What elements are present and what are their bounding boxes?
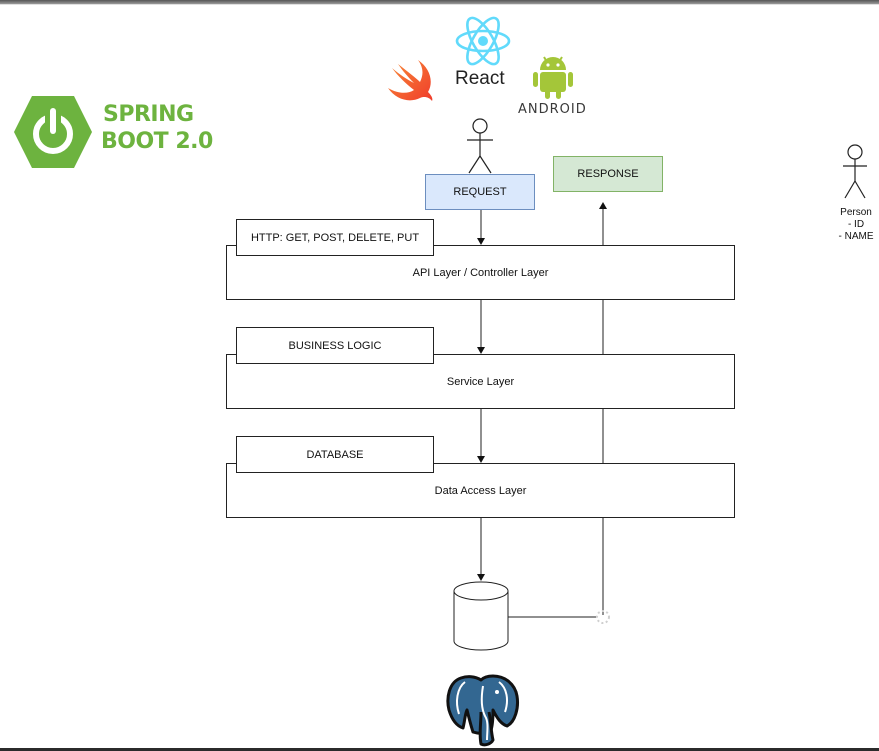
person-entity-label: Person - ID - NAME xyxy=(834,207,878,243)
http-methods-label: HTTP: GET, POST, DELETE, PUT xyxy=(250,231,420,244)
http-methods-tag: HTTP: GET, POST, DELETE, PUT xyxy=(236,219,434,256)
spring-boot-logo-icon xyxy=(14,96,92,168)
person-entity-icon xyxy=(843,144,867,199)
android-wordmark: ANDROID xyxy=(518,102,587,117)
android-robot-icon xyxy=(533,56,573,99)
swift-logo-icon xyxy=(388,60,433,101)
data-access-layer-label: Data Access Layer xyxy=(434,484,527,497)
react-logo-icon xyxy=(455,16,511,66)
person-field-id: - ID xyxy=(847,219,865,230)
database-tag-label: DATABASE xyxy=(306,448,364,461)
service-layer-label: Service Layer xyxy=(446,375,515,388)
api-layer-label: API Layer / Controller Layer xyxy=(412,266,549,279)
spring-title-line1: SPRING xyxy=(103,102,194,127)
business-logic-label: BUSINESS LOGIC xyxy=(288,339,382,352)
database-tag: DATABASE xyxy=(236,436,434,473)
business-logic-tag: BUSINESS LOGIC xyxy=(236,327,434,364)
person-title: Person xyxy=(840,207,872,218)
client-actor-icon xyxy=(467,118,493,174)
response-box: RESPONSE xyxy=(553,156,663,192)
react-label: React xyxy=(455,68,505,89)
person-field-name: - NAME xyxy=(838,231,874,242)
response-label: RESPONSE xyxy=(577,168,639,180)
postgresql-elephant-icon xyxy=(446,674,519,747)
request-label: REQUEST xyxy=(453,186,507,198)
spring-title-line2: BOOT 2.0 xyxy=(101,129,213,154)
spinner-icon xyxy=(596,610,610,624)
database-cylinder-icon xyxy=(453,581,509,651)
request-box: REQUEST xyxy=(425,174,535,210)
window-top-edge xyxy=(0,0,879,4)
